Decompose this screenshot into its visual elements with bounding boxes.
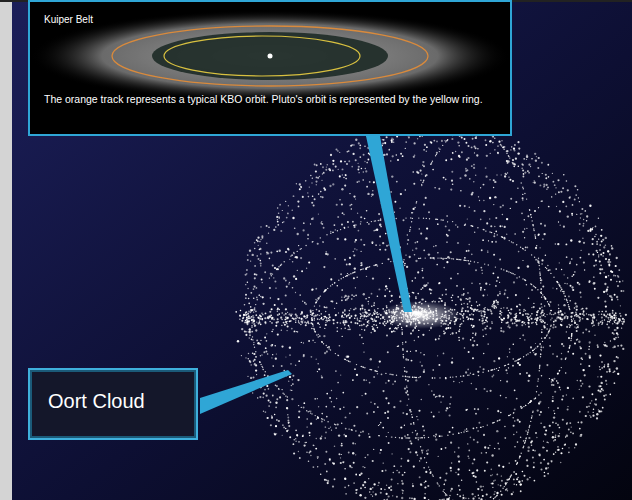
inset-panel (28, 0, 512, 136)
sun (268, 54, 273, 59)
caption-text: The orange track represents a typical KB… (44, 93, 496, 106)
region-label: Oort Cloud (48, 390, 186, 413)
kbo-orbit (112, 26, 428, 86)
inner-disc (152, 32, 388, 80)
kuiper-belt-disc (30, 10, 510, 102)
leader-wedge (200, 370, 292, 414)
section-heading: Kuiper Belt (44, 14, 496, 25)
frame-strip (0, 0, 12, 500)
leader-wedge (366, 136, 412, 312)
label-box: Oort Cloud (28, 368, 198, 440)
dot-cloud (235, 122, 627, 500)
pluto-orbit (164, 36, 360, 76)
inset-box: Kuiper BeltThe orange track represents a… (28, 0, 512, 136)
inner-glow (380, 301, 460, 329)
label-panel (28, 368, 198, 440)
